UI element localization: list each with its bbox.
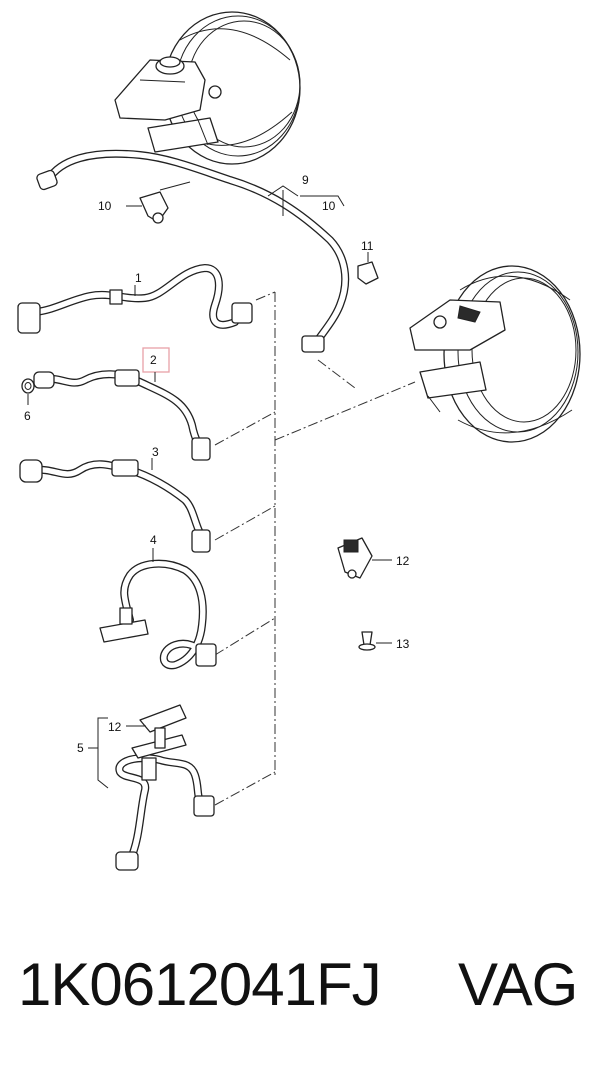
vacuum-hose-part-4 bbox=[99, 559, 217, 670]
callout-3: 3 bbox=[152, 445, 159, 459]
callout-1: 1 bbox=[135, 271, 142, 285]
vacuum-hose-part-3 bbox=[19, 459, 211, 553]
reference-lines bbox=[214, 291, 416, 806]
vacuum-hose-assembly-part-5 bbox=[115, 704, 215, 871]
callout-10-left: 10 bbox=[98, 199, 112, 213]
footer: 1K0612041FJ VAG bbox=[0, 935, 600, 1035]
lower-brake-booster bbox=[409, 265, 581, 443]
bolt-part-13 bbox=[358, 631, 376, 651]
callout-12-right: 12 bbox=[396, 554, 410, 568]
callout-5: 5 bbox=[77, 741, 84, 755]
highlight-box bbox=[142, 347, 170, 373]
vacuum-hose-part-2 bbox=[33, 369, 211, 461]
callout-11: 11 bbox=[361, 239, 374, 253]
brand-name: VAG bbox=[458, 951, 578, 1018]
upper-brake-booster bbox=[114, 11, 301, 165]
sensor-part-12-right bbox=[337, 537, 373, 579]
part-number: 1K0612041FJ bbox=[18, 951, 382, 1018]
vacuum-hose-part-1 bbox=[17, 264, 253, 334]
clip-part-10-upper bbox=[139, 191, 169, 224]
clip-part-11 bbox=[357, 261, 379, 285]
callout-2: 2 bbox=[150, 353, 157, 367]
callout-10-right: 10 bbox=[322, 199, 336, 213]
washer-part-6 bbox=[21, 378, 35, 394]
callout-12-left: 12 bbox=[108, 720, 122, 734]
exploded-view-drawing: 1 2 3 4 5 6 9 10 10 11 12 12 13 bbox=[17, 11, 581, 871]
brake-line-main bbox=[36, 149, 350, 353]
callout-13: 13 bbox=[396, 637, 410, 651]
callout-6: 6 bbox=[24, 409, 31, 423]
callout-9: 9 bbox=[302, 173, 309, 187]
callout-4: 4 bbox=[150, 533, 157, 547]
